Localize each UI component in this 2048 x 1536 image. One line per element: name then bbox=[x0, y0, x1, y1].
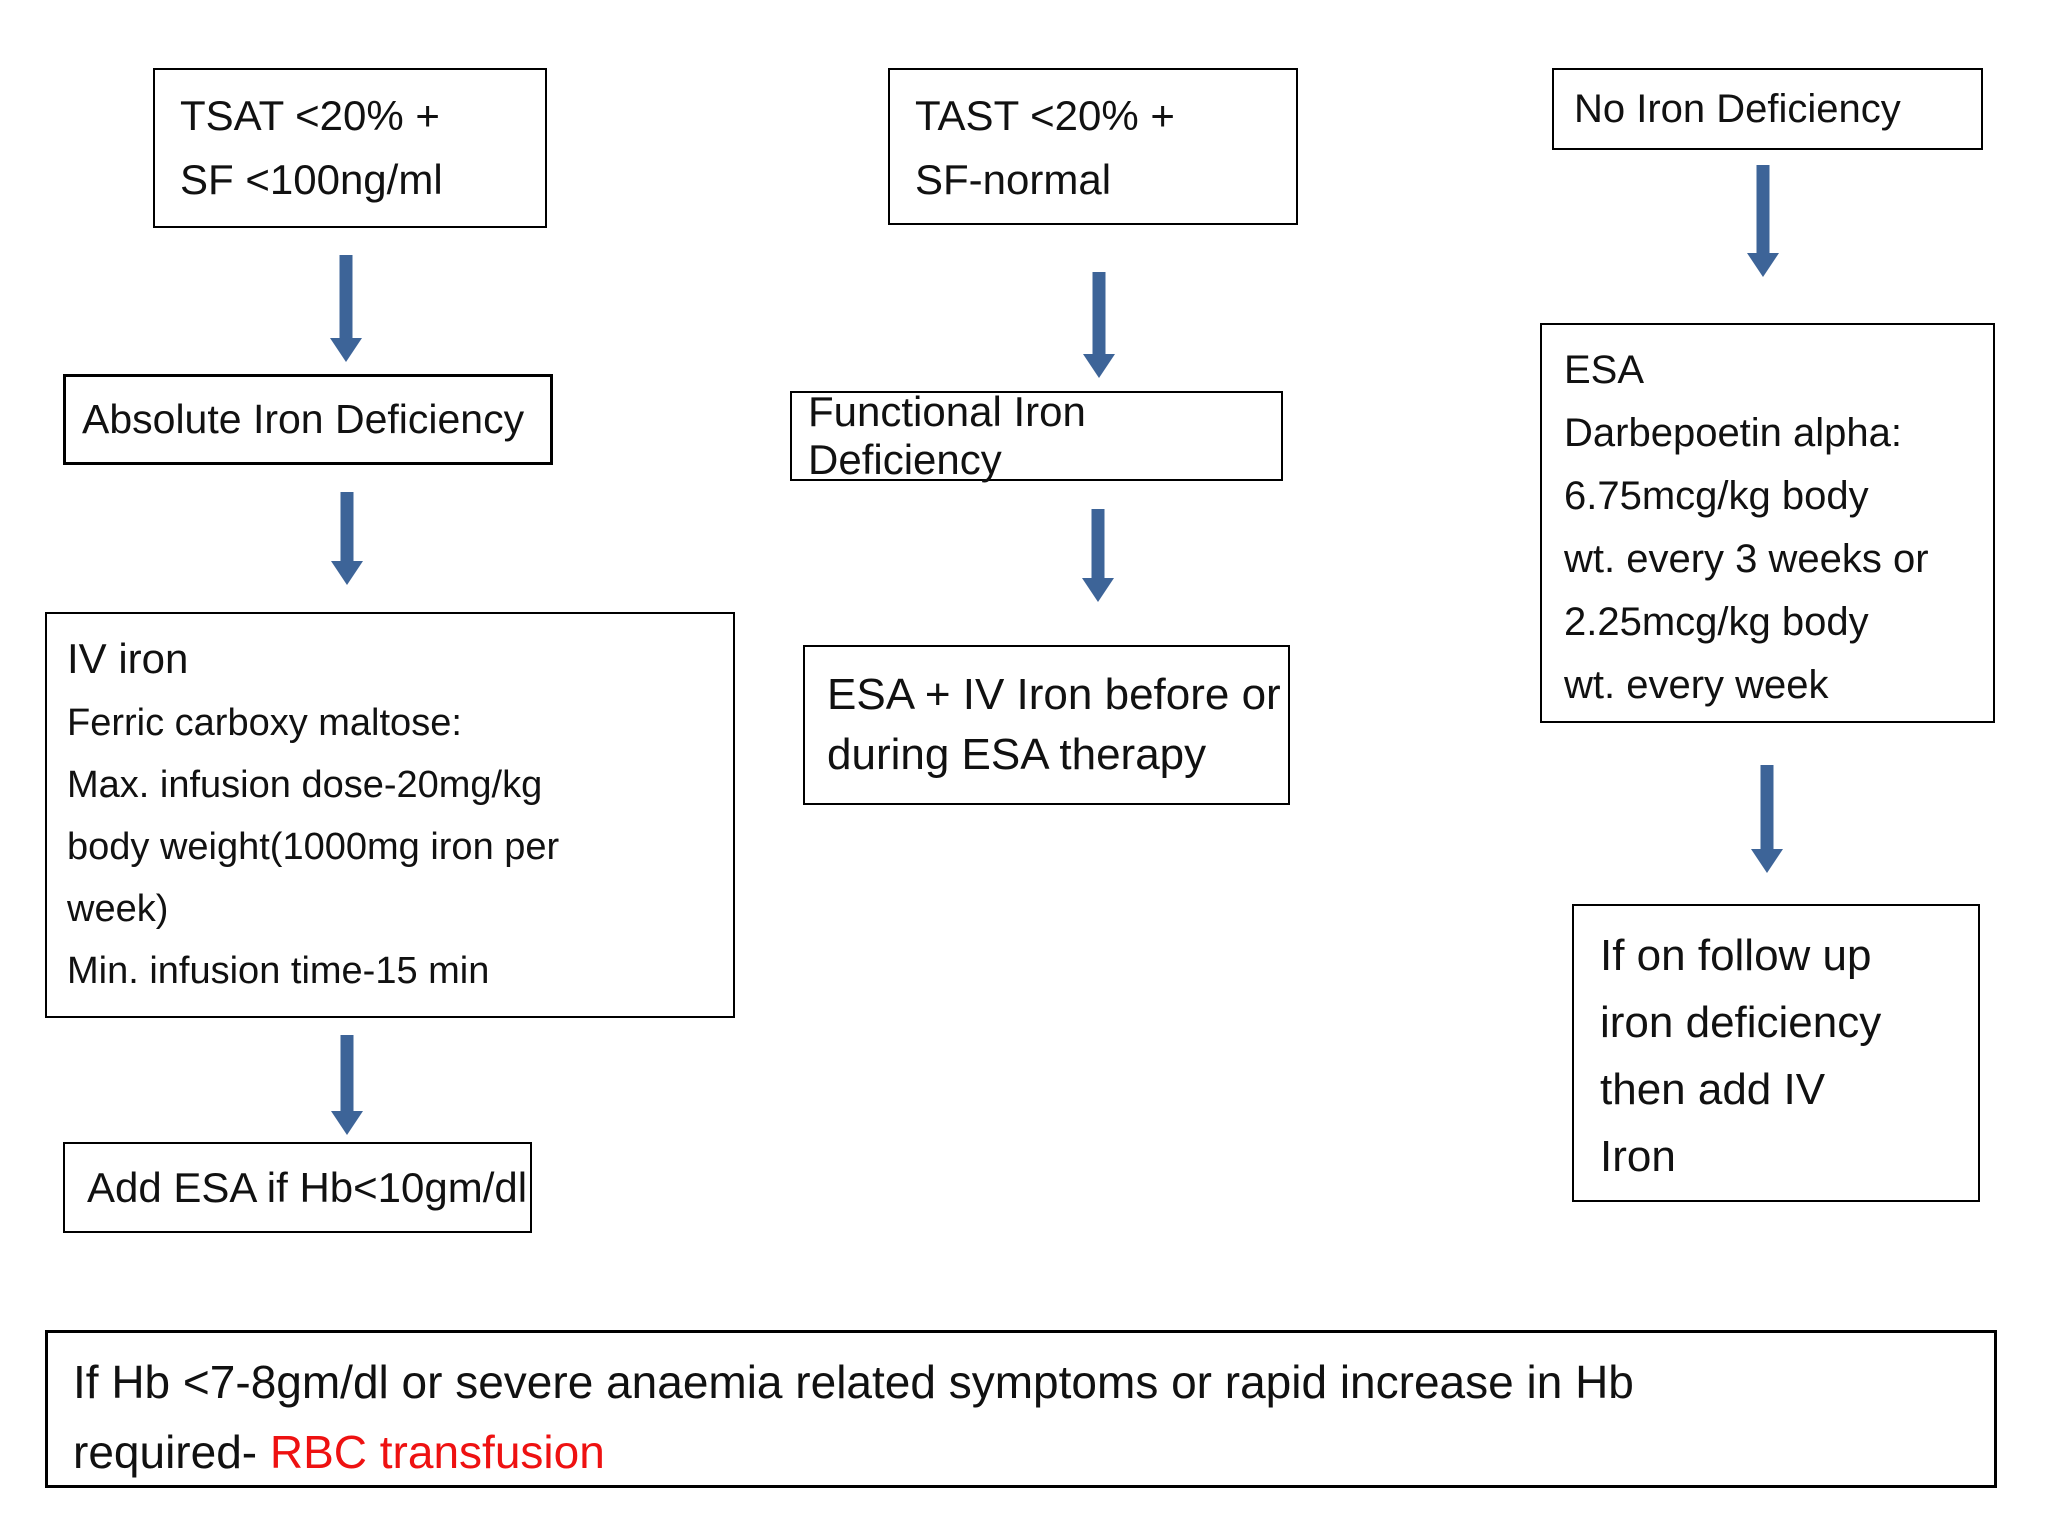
box-line: wt. every week bbox=[1564, 663, 1829, 707]
box-label: No Iron Deficiency bbox=[1574, 86, 1901, 131]
criteria-box-tsat: TSAT <20% + SF <100ng/ml bbox=[153, 68, 547, 228]
box-line: ESA + IV Iron before or bbox=[827, 670, 1281, 719]
treatment-box-esa-plus-iv-iron: ESA + IV Iron before or during ESA thera… bbox=[803, 645, 1290, 805]
diagnosis-box-absolute-iron-deficiency: Absolute Iron Deficiency bbox=[63, 374, 553, 465]
down-arrow-icon bbox=[330, 255, 362, 362]
box-heading: ESA bbox=[1564, 348, 1645, 392]
banner-line: If Hb <7-8gm/dl or severe anaemia relate… bbox=[73, 1356, 1634, 1408]
treatment-box-iv-iron: IV iron Ferric carboxy maltose: Max. inf… bbox=[45, 612, 735, 1018]
box-line: SF-normal bbox=[915, 156, 1112, 203]
box-line: Min. infusion time-15 min bbox=[67, 950, 490, 992]
followup-box-add-esa: Add ESA if Hb<10gm/dl bbox=[63, 1142, 532, 1233]
down-arrow-icon bbox=[1082, 509, 1114, 602]
followup-box-add-iv-iron: If on follow up iron deficiency then add… bbox=[1572, 904, 1980, 1202]
box-line: Ferric carboxy maltose: bbox=[67, 702, 462, 744]
box-line: then add IV bbox=[1600, 1065, 1826, 1114]
box-line: during ESA therapy bbox=[827, 730, 1207, 779]
banner-line-prefix: required- bbox=[73, 1426, 270, 1478]
box-line: iron deficiency bbox=[1600, 998, 1882, 1047]
box-line: body weight(1000mg iron per bbox=[67, 826, 560, 868]
box-line: Iron bbox=[1600, 1132, 1676, 1181]
banner-line: required- RBC transfusion bbox=[73, 1417, 1994, 1487]
box-line: SF <100ng/ml bbox=[180, 156, 443, 203]
box-heading: IV iron bbox=[67, 635, 189, 682]
down-arrow-icon bbox=[331, 1035, 363, 1135]
box-line: TAST <20% + bbox=[915, 92, 1175, 139]
box-label: Functional Iron Deficiency bbox=[808, 388, 1086, 483]
down-arrow-icon bbox=[1747, 165, 1779, 277]
box-label: Absolute Iron Deficiency bbox=[82, 396, 525, 442]
box-line: 6.75mcg/kg body bbox=[1564, 474, 1869, 518]
criteria-box-tast: TAST <20% + SF-normal bbox=[888, 68, 1298, 225]
box-line: If on follow up bbox=[1600, 931, 1872, 980]
box-line: Max. infusion dose-20mg/kg bbox=[67, 764, 543, 806]
criteria-box-no-iron-deficiency: No Iron Deficiency bbox=[1552, 68, 1983, 150]
box-label: Add ESA if Hb<10gm/dl bbox=[87, 1163, 528, 1211]
box-line: TSAT <20% + bbox=[180, 92, 440, 139]
down-arrow-icon bbox=[1083, 272, 1115, 378]
box-line: Darbepoetin alpha: bbox=[1564, 411, 1903, 455]
box-line: 2.25mcg/kg body bbox=[1564, 600, 1869, 644]
treatment-box-esa-darbepoetin: ESA Darbepoetin alpha: 6.75mcg/kg body w… bbox=[1540, 323, 1995, 723]
down-arrow-icon bbox=[331, 492, 363, 585]
banner-highlight-red: RBC transfusion bbox=[269, 1426, 605, 1478]
down-arrow-icon bbox=[1751, 765, 1783, 873]
box-line: wt. every 3 weeks or bbox=[1564, 537, 1929, 581]
diagnosis-box-functional-iron-deficiency: Functional Iron Deficiency bbox=[790, 388, 1283, 483]
banner-rbc-transfusion: If Hb <7-8gm/dl or severe anaemia relate… bbox=[45, 1330, 1997, 1488]
box-line: week) bbox=[67, 888, 169, 930]
